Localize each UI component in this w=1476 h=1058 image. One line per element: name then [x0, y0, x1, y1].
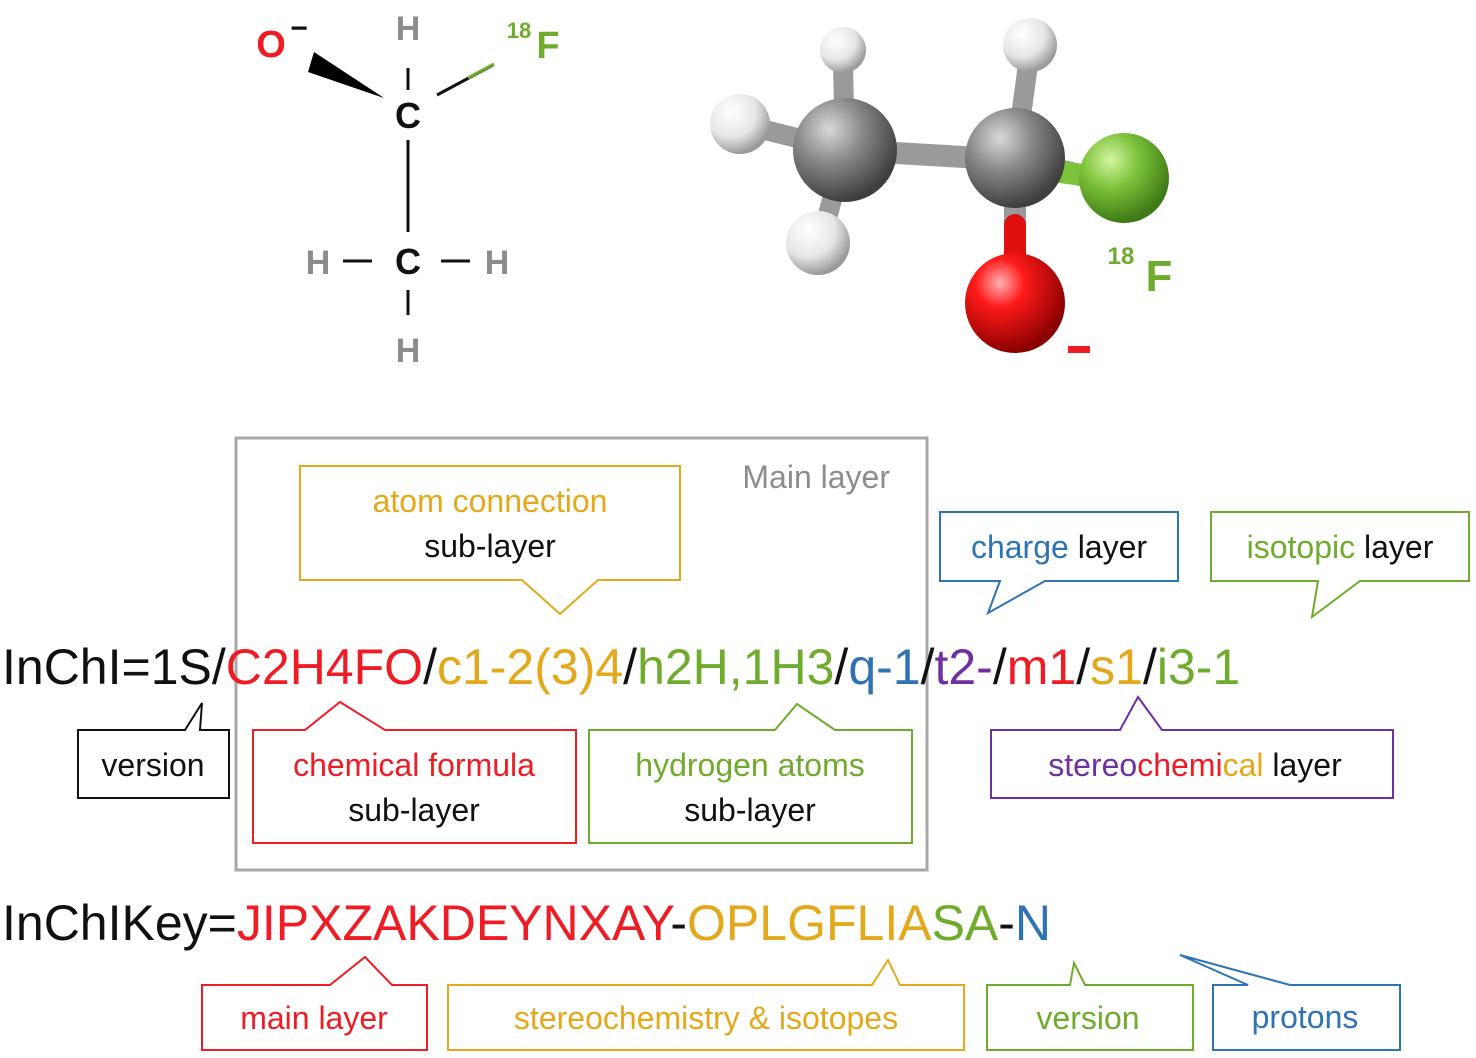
version-label: version	[101, 747, 204, 783]
hydrogen-atoms-label: hydrogen atoms	[635, 747, 864, 783]
atom-o: O	[256, 24, 286, 66]
inchikey-main: JIPXZAKDEYNXAY	[237, 895, 675, 951]
inchi-stereo-s: s1	[1090, 639, 1143, 695]
inchikey-string: InChIKey=JIPXZAKDEYNXAY-OPLGFLIASA-N	[2, 895, 1051, 951]
atom-h-right: H	[485, 244, 510, 282]
inchi-string: InChI=1S/C2H4FO/c1-2(3)4/h2H,1H3/q-1/t2-…	[2, 639, 1240, 695]
model-3d: 18 F	[710, 18, 1172, 353]
callout-version	[77, 702, 230, 799]
inchi-formula: C2H4FO	[226, 639, 423, 695]
inchi-charge: q-1	[848, 639, 920, 695]
atom-f: F	[536, 25, 559, 67]
atom-connection-sublabel: sub-layer	[424, 528, 556, 564]
ball-h-1	[820, 27, 866, 73]
atom-h-top: H	[396, 10, 421, 48]
callout-key-version	[986, 959, 1194, 1051]
isotopic-layer-label: isotopic layer	[1247, 529, 1434, 565]
charge-layer-label: charge layer	[971, 529, 1147, 565]
inchi-isotopic: i3-1	[1157, 639, 1240, 695]
key-version-label: version	[1036, 1000, 1139, 1036]
inchi-prefix: InChI=	[2, 639, 151, 695]
atom-h-bottom: H	[396, 332, 421, 370]
atom-connection-label: atom connection	[373, 483, 608, 519]
inchikey-version: SA	[932, 895, 999, 951]
key-protons-label: protons	[1252, 999, 1359, 1035]
ball-h-4	[1003, 18, 1057, 72]
callout-hydrogen-atoms	[588, 702, 913, 844]
inchi-stereo-t: t2-	[934, 639, 992, 695]
o-charge-3d	[1068, 346, 1090, 353]
inchikey-prefix: InChIKey=	[2, 895, 237, 951]
inchi-version: 1S	[151, 639, 212, 695]
chemical-formula-label: chemical formula	[293, 747, 535, 783]
main-layer-box	[234, 436, 929, 872]
atom-c-bottom: C	[395, 241, 421, 282]
inchikey-protons: N	[1015, 895, 1051, 951]
atom-h-left: H	[306, 244, 331, 282]
isotope-mass-3d: 18	[1108, 243, 1135, 270]
inchi-connections: c1-2(3)4	[437, 639, 623, 695]
inchikey-stereo-iso: OPLGFLIA	[687, 895, 932, 951]
key-stereo-isotopes-label: stereochemistry & isotopes	[514, 1000, 898, 1036]
callout-stereochemical	[990, 695, 1394, 799]
ball-o	[965, 253, 1065, 353]
o-charge: −	[290, 12, 308, 45]
wedge-bond-c-o	[308, 52, 384, 98]
callout-chemical-formula	[252, 700, 577, 844]
callout-atom-connection	[299, 465, 681, 616]
stereochemical-label: stereochemical layer	[1048, 747, 1342, 783]
chemical-formula-sublabel: sub-layer	[348, 792, 480, 828]
ball-h-2	[710, 94, 770, 154]
structure-2d: O − H C 18 F H C H H	[256, 10, 559, 370]
inchi-hydrogens: h2H,1H3	[637, 639, 834, 695]
isotope-mass-2d: 18	[507, 18, 531, 43]
callout-charge-layer	[939, 511, 1179, 616]
callout-key-stereo-isotopes	[447, 957, 965, 1051]
callout-key-protons	[1179, 954, 1401, 1051]
main-layer-label: Main layer	[742, 459, 890, 495]
atom-c-top: C	[395, 95, 421, 136]
inchi-stereo-m: m1	[1007, 639, 1076, 695]
key-main-layer-label: main layer	[240, 1000, 388, 1036]
bond-c-f-green	[467, 62, 495, 80]
callout-key-main-layer	[201, 955, 428, 1051]
ball-c-2	[965, 108, 1065, 208]
ball-f	[1079, 133, 1169, 223]
hydrogen-atoms-sublabel: sub-layer	[684, 792, 816, 828]
callout-isotopic-layer	[1210, 511, 1470, 620]
ball-c-1	[793, 98, 897, 202]
ball-h-3	[786, 211, 850, 275]
f-label-3d: F	[1146, 252, 1173, 301]
